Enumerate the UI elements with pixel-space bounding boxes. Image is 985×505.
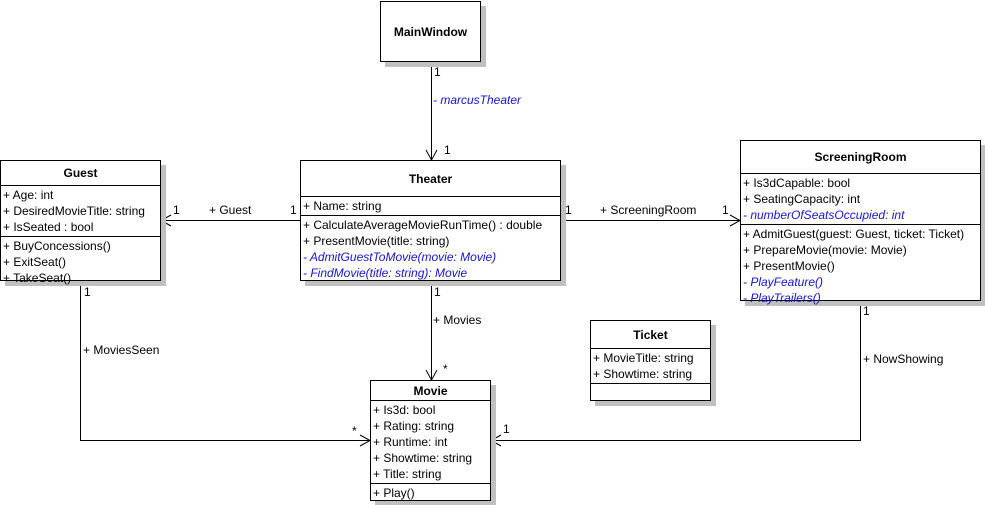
attribute-row: + Is3d: bool [373,403,436,417]
attribute-row: + Age: int [3,188,54,202]
arrowhead-icon [159,214,172,227]
mult-moviesseen-source: 1 [84,285,91,299]
class-guest[interactable]: Guest + Age: int + DesiredMovieTitle: str… [0,160,161,285]
assoc-guest-movie-line[interactable] [80,281,371,441]
mult-screeningroom-source: 1 [565,203,572,217]
role-nowshowing: + NowShowing [863,352,944,366]
mult-moviesseen-target: * [352,424,357,438]
role-moviesseen: + MoviesSeen [83,343,160,357]
class-name: ScreeningRoom [741,141,980,174]
class-name: MainWindow [393,24,468,39]
role-screeningroom: + ScreeningRoom [600,203,697,217]
role-guest: + Guest [209,203,252,217]
class-name: Theater [301,161,560,197]
role-marcus-theater: - marcusTheater [433,93,522,107]
operations-section: + AdmitGuest(guest: Guest, ticket: Ticke… [741,225,980,307]
attributes-section: + MovieTitle: string + Showtime: string [591,349,710,384]
mult-movies-source: 1 [434,285,441,299]
operation-row: + BuyConcessions() [3,239,111,253]
operation-row: + Play() [373,486,415,500]
attribute-row: + Rating: string [373,419,455,433]
assoc-screeningroom-movie-line[interactable] [491,300,861,441]
role-movies: + Movies [433,313,482,327]
mult-guest-source: 1 [290,203,297,217]
attribute-row: + SeatingCapacity: int [743,192,861,206]
class-mainwindow[interactable]: MainWindow [380,1,481,62]
attribute-row: + Is3dCapable: bool [743,176,851,190]
mult-screeningroom-target: 1 [722,203,729,217]
attribute-row: + Runtime: int [373,435,448,449]
class-screeningroom[interactable]: ScreeningRoom + Is3dCapable: bool + Seati… [740,140,981,305]
operation-row: + CalculateAverageMovieRunTime() : doubl… [303,218,543,232]
attribute-row: - numberOfSeatsOccupied: int [743,208,905,222]
class-name: Ticket [591,321,710,349]
operation-row: - PlayFeature() [743,275,824,289]
operation-row: + ExitSeat() [3,255,67,269]
mult-mainwindow-target: 1 [444,143,451,157]
mult-guest-target: 1 [173,203,180,217]
attribute-row: + Showtime: string [593,367,693,381]
operations-section: + CalculateAverageMovieRunTime() : doubl… [301,216,560,282]
attribute-row: + MovieTitle: string [593,351,694,365]
class-name: Movie [371,381,490,401]
operation-row: - PlayTrailers() [743,291,821,305]
operations-section [591,384,710,403]
class-theater[interactable]: Theater + Name: string + CalculateAverag… [300,160,561,281]
operation-row: + PrepareMovie(movie: Movie) [743,243,907,257]
attribute-row: + DesiredMovieTitle: string [3,204,145,218]
attribute-row: + Title: string [373,467,442,481]
attribute-row: + Name: string [303,199,382,213]
operations-section: + BuyConcessions() + ExitSeat() + TakeSeat… [1,237,160,287]
mult-nowshowing-source: 1 [863,304,870,318]
operation-row: + PresentMovie() [743,259,835,273]
class-name: Guest [1,161,160,186]
operations-section: + Play() [371,484,490,502]
mult-mainwindow-source: 1 [434,65,441,79]
operation-row: + PresentMovie(title: string) [303,234,450,248]
mult-nowshowing-target: 1 [503,422,510,436]
operation-row: - AdmitGuestToMovie(movie: Movie) [303,250,497,264]
attribute-row: + IsSeated : bool [3,220,94,234]
operation-row: + AdmitGuest(guest: Guest, ticket: Ticke… [743,227,965,241]
attributes-section: + Age: int + DesiredMovieTitle: string + I… [1,186,160,237]
class-ticket[interactable]: Ticket + MovieTitle: string + Showtime: s… [590,320,711,401]
attributes-section: + Is3d: bool + Rating: string + Runtime: i… [371,401,490,484]
attribute-row: + Showtime: string [373,451,473,465]
class-movie[interactable]: Movie + Is3d: bool + Rating: string + Runt… [370,380,491,501]
mult-movies-target: * [443,362,448,376]
attributes-section: + Name: string [301,197,560,216]
attributes-section: + Is3dCapable: bool + SeatingCapacity: in… [741,174,980,225]
operation-row: + TakeSeat() [3,271,72,285]
operation-row: - FindMovie(title: string): Movie [303,266,468,280]
arrowhead-icon [489,434,502,447]
